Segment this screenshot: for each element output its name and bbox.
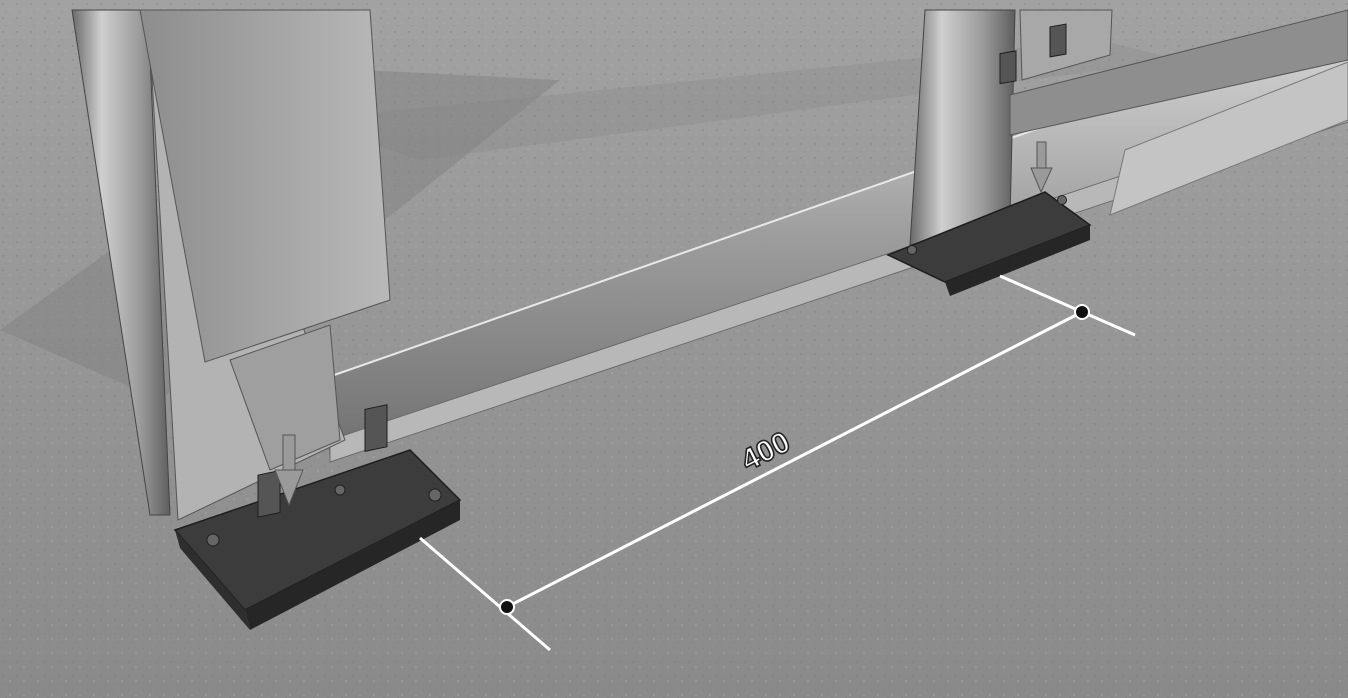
- right-bracket: [886, 23, 1092, 296]
- extension-line-left: [419, 536, 551, 652]
- down-arrow-icon: [274, 434, 304, 507]
- down-arrow-icon: [1030, 141, 1053, 194]
- left-strip: [229, 324, 341, 471]
- left-bracket: [173, 404, 462, 630]
- extension-line-right: [999, 274, 1136, 337]
- cover-plate: [1109, 61, 1348, 216]
- bottom-rail: [320, 20, 1348, 460]
- left-post: [71, 9, 171, 516]
- dimension-endpoint-left: [499, 599, 515, 615]
- right-upper-rail: [1009, 9, 1348, 136]
- dimension-endpoint-right: [1074, 304, 1090, 320]
- left-panel: [139, 9, 391, 363]
- dimension-line: [506, 310, 1083, 609]
